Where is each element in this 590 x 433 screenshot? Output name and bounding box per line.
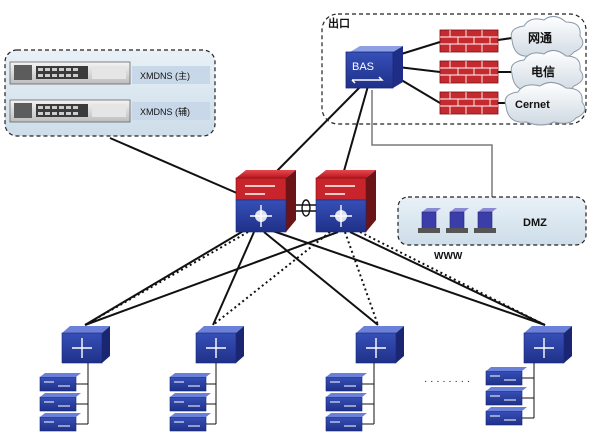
- cloud-wangtong: 网通: [510, 16, 584, 60]
- isp-wangtong-label: 网通: [528, 30, 552, 45]
- www-server-1: [418, 208, 441, 233]
- isp-dianxin-label: 电信: [531, 64, 555, 79]
- backup-links: [84, 231, 546, 326]
- firewall-dianxin: [439, 60, 499, 84]
- edge-stack-2: [169, 363, 217, 432]
- dmz-label: DMZ: [523, 217, 547, 229]
- bas-label: BAS: [352, 61, 374, 73]
- dns-secondary-label: XMDNS (辅): [140, 106, 190, 117]
- www-label: WWW: [434, 251, 463, 262]
- core-stack-link: [296, 199, 316, 217]
- dns-primary-label: XMDNS (主): [140, 70, 190, 81]
- firewall-wangtong: [439, 29, 499, 53]
- dns-server-group: XMDNS (主) XMDNS (辅): [4, 49, 216, 137]
- bas-firewall-links: [397, 37, 513, 104]
- access-switch-2: [195, 326, 244, 364]
- core-switch-2: [315, 170, 376, 233]
- access-switch-3: [355, 326, 404, 364]
- bas-router: BAS: [345, 46, 403, 89]
- isp-cernet-label: Cernet: [515, 99, 550, 111]
- egress-group: 出口 BAS: [321, 13, 587, 126]
- www-server-3: [474, 208, 497, 233]
- firewall-cernet: [439, 91, 499, 115]
- edge-stack-3: [325, 363, 375, 432]
- cloud-cernet: Cernet: [504, 82, 586, 126]
- dns-server-primary: XMDNS (主): [9, 61, 210, 85]
- egress-label: 出口: [328, 16, 350, 30]
- cloud-dianxin: 电信: [510, 50, 584, 94]
- dns-server-secondary: XMDNS (辅): [9, 99, 210, 123]
- edge-stack-1: [39, 363, 89, 432]
- dmz-link: [371, 90, 493, 197]
- edge-stack-4: [485, 363, 535, 426]
- access-switch-1: [61, 326, 110, 364]
- www-server-2: [446, 208, 469, 233]
- dmz-group: DMZ: [397, 196, 587, 246]
- more-switches-ellipsis: · · · · · · · ·: [424, 376, 470, 387]
- core-switch-1: [235, 170, 296, 233]
- access-switch-4: [523, 326, 572, 364]
